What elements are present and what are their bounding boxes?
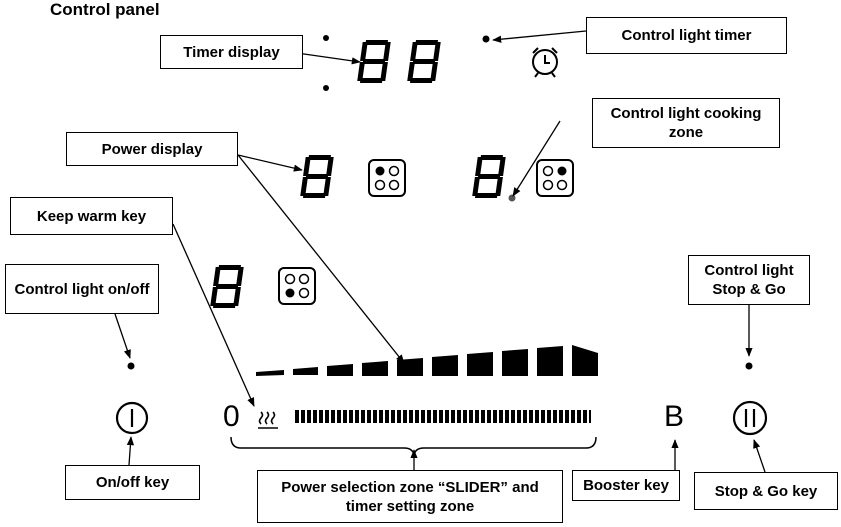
alarm-clock-icon xyxy=(532,47,558,78)
zero-key[interactable]: 0 xyxy=(223,400,240,433)
power-digit-left-icon xyxy=(300,155,334,198)
slider-track xyxy=(295,410,591,423)
control-light-onoff-dot xyxy=(127,362,135,370)
zone-bottom-icon xyxy=(278,267,316,305)
booster-key[interactable]: B xyxy=(664,400,685,433)
arrow-cooking-zone xyxy=(512,120,561,197)
arrow-onoff-light xyxy=(114,313,131,359)
label-power-selection: Power selection zone “SLIDER” and timer … xyxy=(257,470,563,523)
zone-left-icon xyxy=(368,159,406,197)
arrow-power-display-2 xyxy=(237,154,405,364)
zone-right-icon xyxy=(536,159,574,197)
label-onoff-key: On/off key xyxy=(65,465,200,500)
stop-go-key-icon[interactable] xyxy=(732,400,768,436)
label-control-light-cooking-zone: Control light cooking zone xyxy=(592,98,780,148)
arrow-stop-go-key xyxy=(753,439,766,473)
onoff-key-icon[interactable] xyxy=(115,401,149,435)
timer-display xyxy=(323,35,441,91)
cooking-zone-light-dot xyxy=(508,194,516,202)
label-control-light-onoff: Control light on/off xyxy=(5,264,159,314)
label-stop-go-key: Stop & Go key xyxy=(694,472,838,510)
arrow-control-light-timer xyxy=(492,30,587,43)
timer-digit-2-icon xyxy=(407,40,441,83)
label-power-display: Power display xyxy=(66,132,238,166)
control-light-stop-go-dot xyxy=(745,362,753,370)
label-booster-key: Booster key xyxy=(572,470,680,501)
power-ramp xyxy=(256,345,598,376)
arrow-power-display-1 xyxy=(237,154,303,172)
timer-digit-1-icon xyxy=(357,40,391,83)
arrow-onoff-key xyxy=(126,436,135,466)
label-control-light-stop-go: Control light Stop & Go xyxy=(688,255,810,305)
keep-warm-icon xyxy=(258,411,278,429)
label-keep-warm-key: Keep warm key xyxy=(10,197,173,235)
power-digit-bottom-icon xyxy=(210,265,244,308)
arrow-keep-warm xyxy=(172,223,255,407)
label-control-light-timer: Control light timer xyxy=(586,17,787,54)
control-light-timer-dot xyxy=(482,35,490,43)
power-digit-right-icon xyxy=(472,155,506,198)
page-title: Control panel xyxy=(50,0,160,19)
label-timer-display: Timer display xyxy=(160,35,303,69)
